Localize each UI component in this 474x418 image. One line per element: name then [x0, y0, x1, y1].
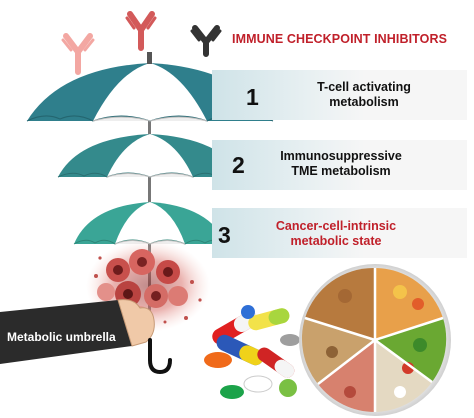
umbrella-icon: [73, 202, 227, 245]
umbrella-icon: [57, 134, 243, 178]
umbrella-icon: [26, 52, 274, 122]
level-2-label: Immunosuppressive TME metabolism: [280, 149, 402, 178]
antibody-icon: [61, 33, 95, 75]
umbrella-shaft: [148, 52, 151, 322]
level-2-banner: [212, 140, 467, 190]
level-3-banner: [212, 208, 467, 258]
hand-label: Metabolic umbrella: [7, 330, 116, 344]
hand-icon: [0, 299, 172, 375]
level-3-label: Cancer-cell-intrinsic metabolic state: [275, 219, 397, 248]
antibody-icon: [190, 25, 222, 57]
level-3-number: 3: [218, 222, 231, 248]
level-1-number: 1: [246, 84, 259, 110]
food-plate-icon: [299, 264, 451, 416]
pills-icon: [204, 305, 300, 399]
level-1-label: T-cell activating metabolism: [317, 80, 411, 109]
figure-title: IMMUNE CHECKPOINT INHIBITORS: [232, 32, 448, 46]
antibody-icon: [125, 11, 157, 51]
level-2-number: 2: [232, 152, 245, 178]
level-1-banner: [212, 70, 467, 120]
